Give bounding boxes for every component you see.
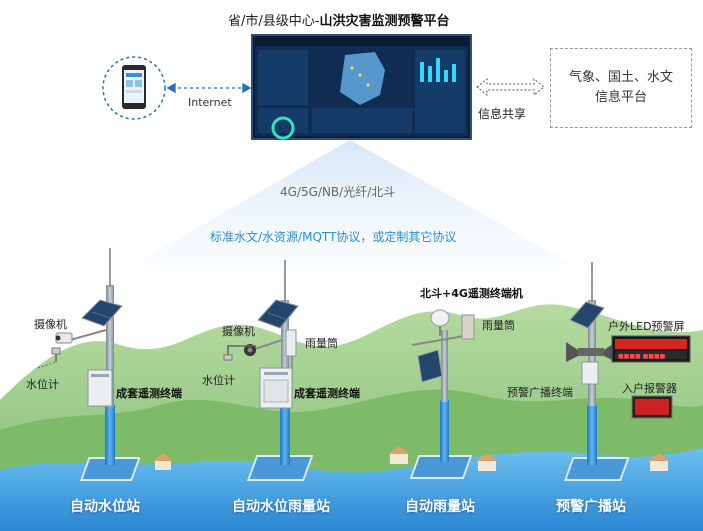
village-houses — [153, 446, 670, 471]
terminal-label-2: 成套遥测终端 — [294, 387, 360, 400]
diagram-title: 省/市/县级中心-山洪灾害监测预警平台 — [228, 14, 450, 29]
svg-text:■■■■ ■■■■: ■■■■ ■■■■ — [618, 353, 666, 360]
rain-gauge-label-3: 雨量筒 — [482, 319, 515, 332]
broadcast-terminal-label: 预警广播终端 — [507, 386, 573, 399]
river — [0, 448, 703, 531]
station-water-level-rain — [223, 260, 314, 481]
led-screen-label: 户外LED预警屏 — [608, 320, 685, 333]
signal-beam — [20, 140, 690, 330]
platform-line1: 气象、国土、水文 — [568, 70, 673, 85]
station-water-level — [37, 248, 141, 481]
water-level-label-1: 水位计 — [26, 378, 59, 391]
beidou-antenna-icon — [430, 309, 450, 336]
share-link-arrow — [476, 77, 545, 97]
water-level-label-2: 水位计 — [202, 374, 235, 387]
rain-gauge-icon — [461, 314, 475, 340]
telemetry-terminal-box — [87, 369, 113, 407]
led-warning-screen: ■■■■ ■■■■ — [611, 335, 691, 363]
external-platform-box: 气象、国土、水文 信息平台 — [550, 48, 692, 128]
camera-icon — [55, 332, 73, 344]
terminal-label-1: 成套遥测终端 — [116, 387, 182, 400]
telemetry-terminal-box — [581, 361, 599, 385]
station-rain — [409, 309, 475, 479]
monitoring-dashboard-screen[interactable] — [251, 34, 472, 140]
station-name-3: 自动雨量站 — [405, 499, 475, 515]
camera-label-2: 摄像机 — [222, 325, 255, 338]
mobile-phone-icon[interactable] — [102, 56, 166, 120]
indoor-alarm-label: 入户报警器 — [622, 382, 677, 395]
rain-gauge-label-2: 雨量筒 — [305, 337, 338, 350]
station-name-1: 自动水位站 — [70, 499, 140, 515]
protocol-label: 标准水文/水资源/MQTT协议，或定制其它协议 — [210, 230, 457, 244]
camera-icon — [244, 344, 256, 356]
station-name-2: 自动水位雨量站 — [232, 499, 330, 515]
telemetry-terminal-box — [259, 367, 293, 409]
indoor-alarm-device — [631, 395, 673, 419]
station-name-4: 预警广播站 — [556, 499, 626, 515]
beidou-terminal-label: 北斗+4G遥测终端机 — [420, 287, 523, 300]
solar-panel — [81, 299, 123, 327]
internet-label: Internet — [188, 96, 232, 109]
solar-panel — [569, 301, 605, 329]
solar-panel — [257, 299, 299, 329]
platform-line2: 信息平台 — [594, 90, 647, 105]
solar-panel — [417, 349, 443, 383]
communication-label: 4G/5G/NB/光纤/北斗 — [280, 185, 396, 199]
internet-link-arrow — [166, 82, 252, 94]
camera-label-1: 摄像机 — [34, 318, 67, 331]
info-share-label: 信息共享 — [478, 107, 527, 121]
